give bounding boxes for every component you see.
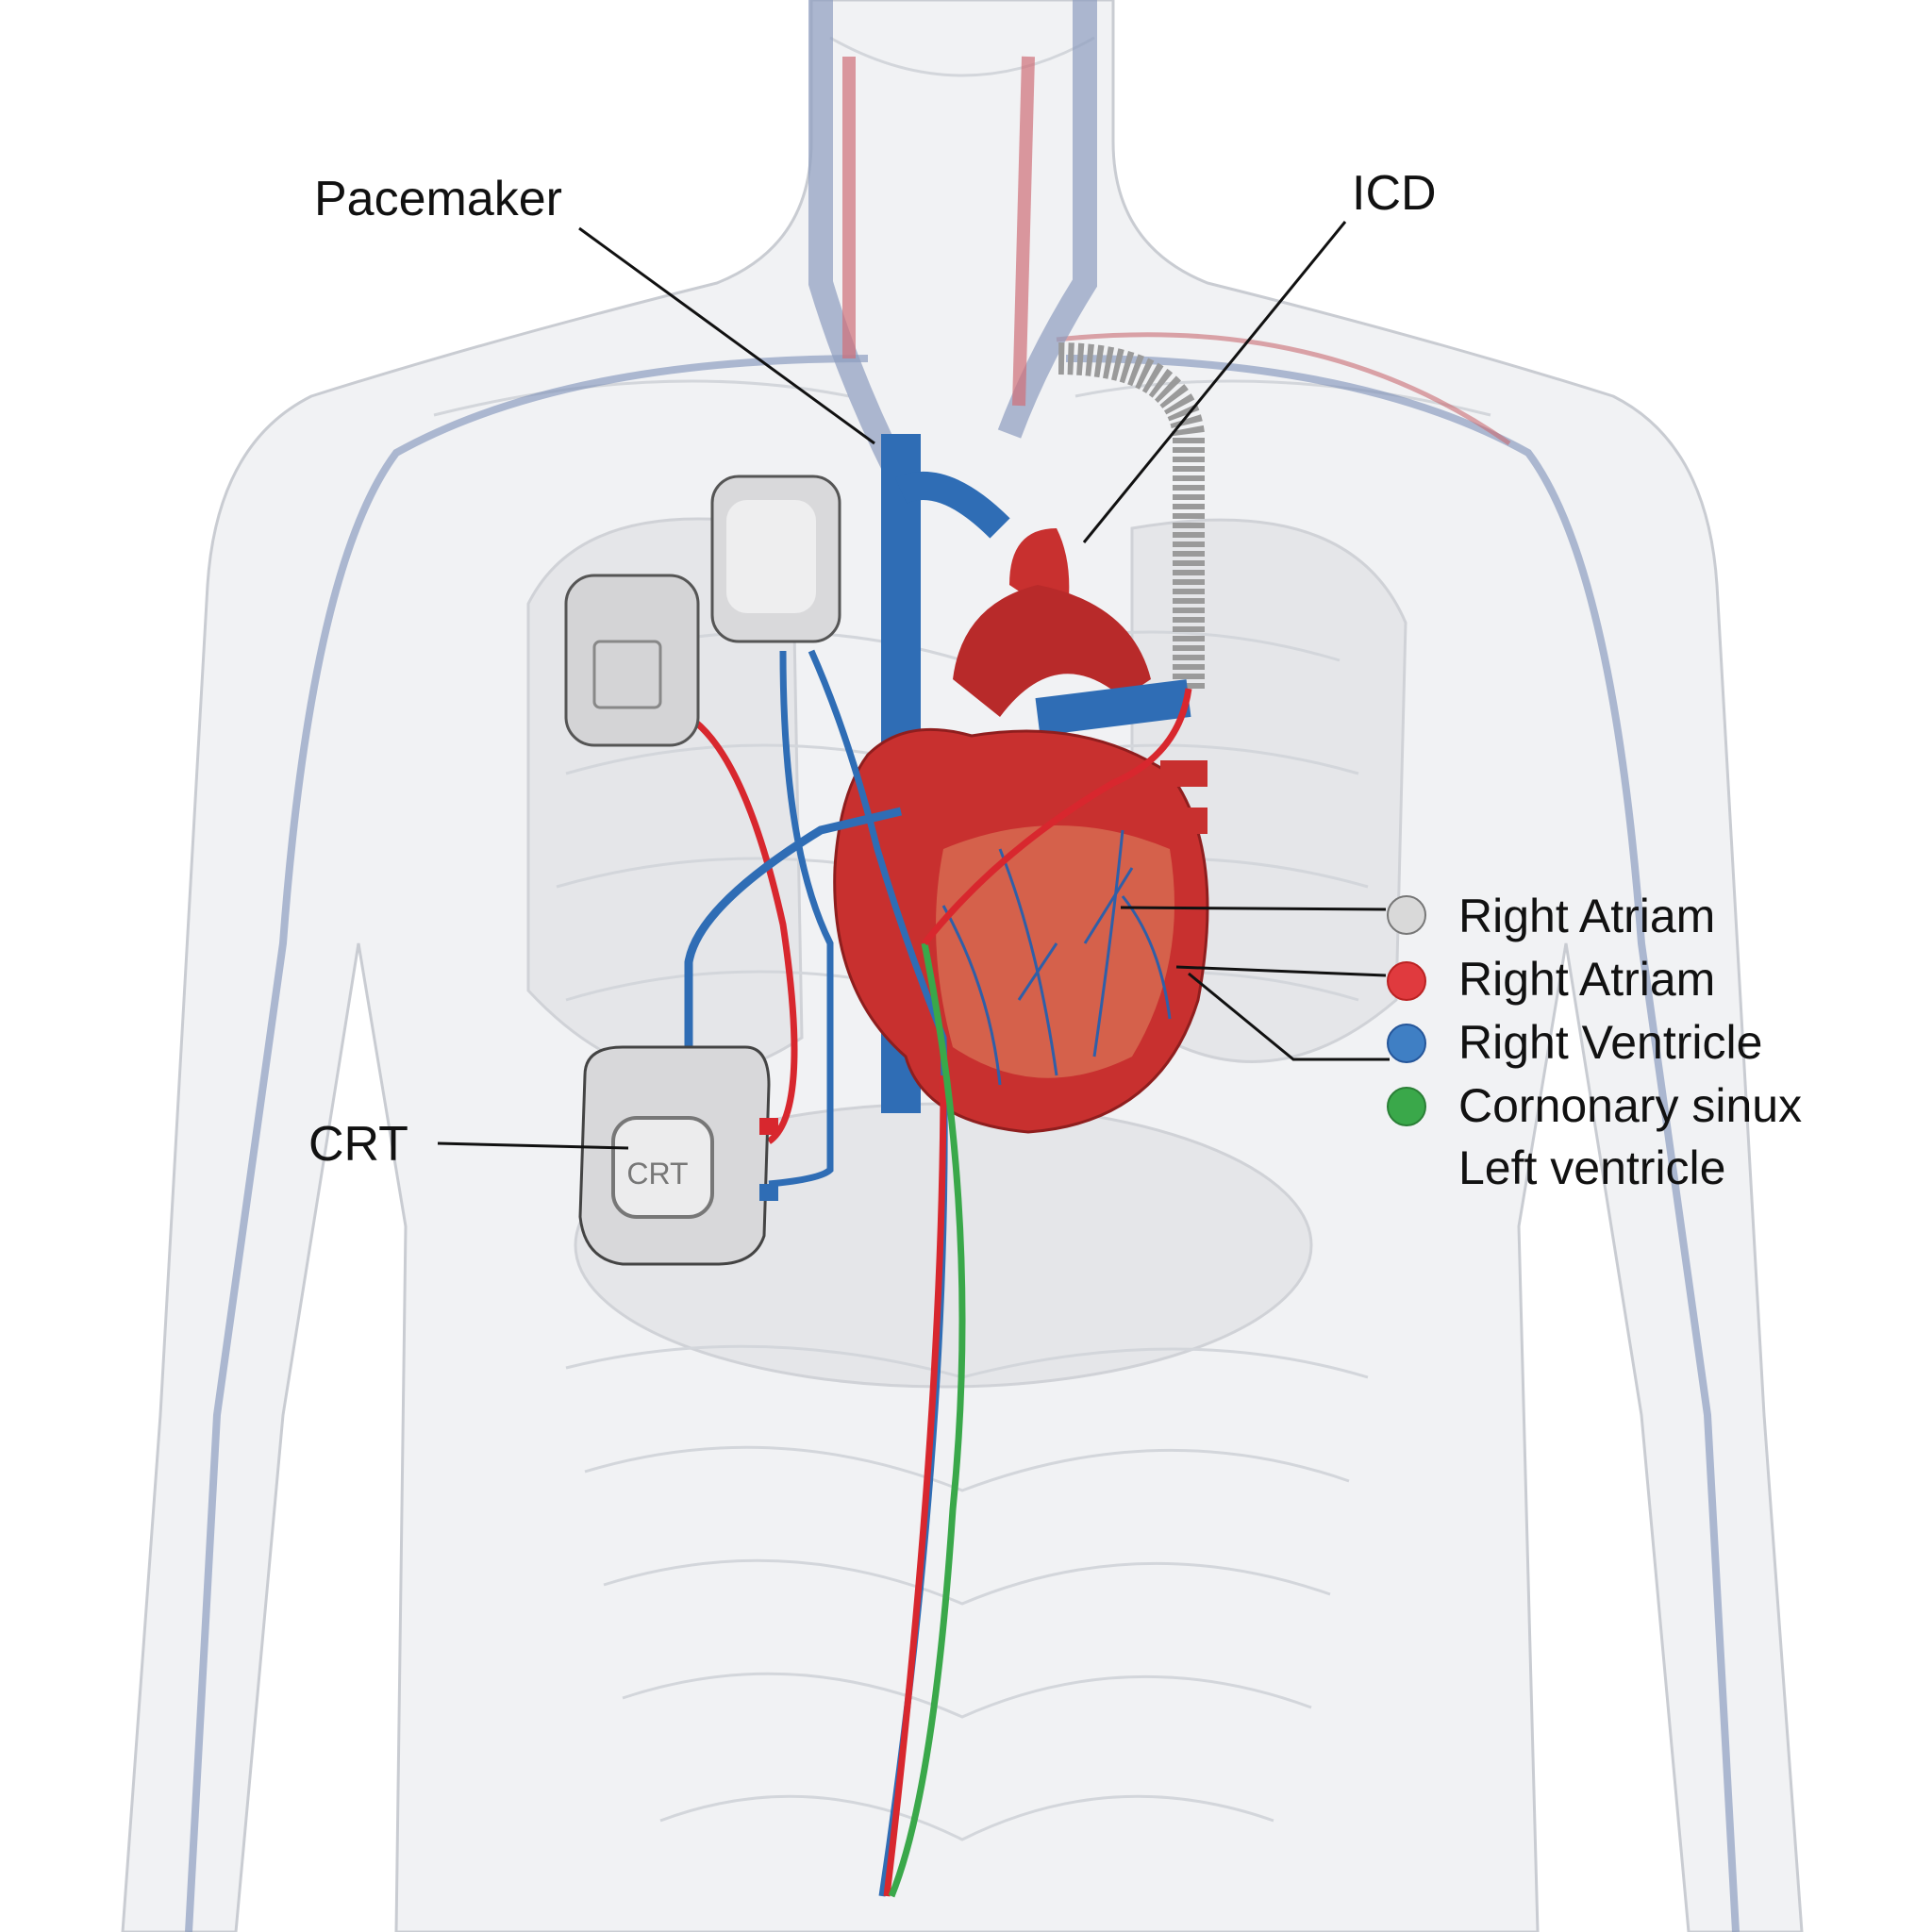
heart (833, 528, 1209, 1134)
legend-label: Right Ventricle (1458, 1016, 1762, 1069)
red-lead (687, 714, 798, 1144)
pacemaker-label: Pacemaker (314, 172, 562, 226)
blue-lead (768, 650, 834, 1188)
legend-label: Cornonary sinux (1458, 1079, 1802, 1132)
green-lead (888, 942, 966, 1898)
legend: Right Atriam Right Atriam Right Ventricl… (1387, 890, 1802, 1194)
pacemaker-leader (578, 226, 875, 445)
icd-coil-lead (1056, 342, 1205, 689)
legend-leader-1 (1120, 906, 1387, 911)
legend-swatch-red (1387, 961, 1426, 1001)
crt-device: CRT (578, 1045, 778, 1266)
leads (684, 649, 1192, 1898)
icd-device (564, 574, 700, 747)
crt-leader (437, 1141, 629, 1150)
icd-label: ICD (1352, 166, 1437, 221)
legend-label: Right Atriam (1458, 890, 1715, 942)
legend-leader-3 (1188, 972, 1390, 1061)
icd-leader (1082, 221, 1347, 543)
leader-lines (437, 221, 1390, 1150)
legend-label: Right Atriam (1458, 953, 1715, 1006)
legend-swatch-grey (1387, 895, 1426, 935)
legend-leader-2 (1175, 965, 1387, 977)
pacemaker-device (710, 475, 841, 643)
legend-label: Left ventricle (1458, 1141, 1725, 1194)
legend-swatch-green (1387, 1087, 1426, 1126)
crt-label: CRT (308, 1117, 408, 1172)
legend-swatch-blue (1387, 1024, 1426, 1063)
crt-device-text: CRT (626, 1157, 688, 1191)
